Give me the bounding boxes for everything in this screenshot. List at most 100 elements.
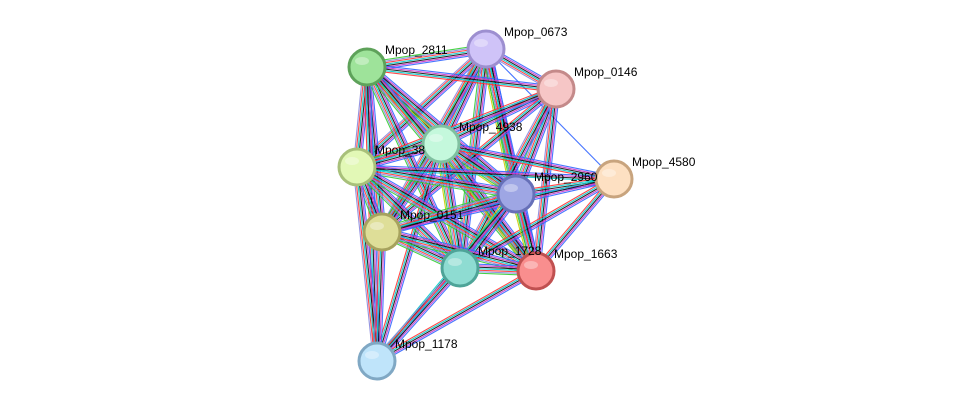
edge-strand: [356, 87, 556, 167]
edge-strand: [366, 48, 487, 68]
edge-strand: [375, 269, 536, 361]
edge-strand: [440, 143, 615, 180]
edge-strand: [536, 179, 616, 273]
edge-strand: [366, 44, 486, 64]
node-mpop-0151[interactable]: [362, 212, 402, 252]
edge-strand: [458, 175, 613, 266]
edge-mpop-2811-mpop-0146: [366, 63, 557, 93]
node-circle[interactable]: [594, 159, 634, 199]
edge-strand: [533, 88, 555, 271]
edge-strand: [377, 271, 538, 363]
edge-strand: [357, 164, 615, 178]
node-circle[interactable]: [466, 29, 506, 69]
node-mpop-4938[interactable]: [421, 124, 461, 164]
node-label-mpop-2811: Mpop_2811: [385, 43, 448, 57]
edge-strand: [458, 177, 614, 268]
edge-strand: [376, 143, 442, 362]
node-mpop-0146[interactable]: [536, 69, 576, 109]
node-label-mpop-4580: Mpop_4580: [632, 155, 696, 169]
node-circle[interactable]: [496, 174, 536, 214]
edge-strand: [377, 144, 443, 362]
edge-strand: [539, 89, 561, 272]
edge-strand: [374, 266, 459, 360]
nodes-layer: [337, 29, 634, 381]
edge-strand: [356, 169, 516, 198]
node-circle[interactable]: [536, 69, 576, 109]
node-label-mpop-1178: Mpop_1178: [395, 337, 458, 351]
node-circle[interactable]: [516, 251, 556, 291]
edge-strand: [537, 180, 617, 274]
edge-strand: [535, 178, 615, 272]
edge-strand: [380, 232, 387, 362]
node-highlight: [524, 261, 538, 269]
node-highlight: [365, 351, 379, 359]
node-mpop-38xx[interactable]: [337, 147, 377, 187]
edge-strand: [531, 88, 553, 271]
edge-strand: [354, 170, 535, 276]
node-label-mpop-38xx: Mpop_38: [375, 143, 425, 157]
edge-strand: [362, 68, 457, 271]
node-mpop-1728[interactable]: [440, 248, 480, 288]
node-mpop-1663[interactable]: [516, 251, 556, 291]
node-label-mpop-2960: Mpop_2960: [534, 170, 598, 184]
node-highlight: [355, 57, 369, 65]
edge-strand: [377, 268, 461, 362]
node-label-mpop-0151: Mpop_0151: [400, 208, 464, 222]
edge-strand: [356, 168, 614, 182]
edge-strand: [382, 194, 517, 234]
node-mpop-2960[interactable]: [496, 174, 536, 214]
edge-mpop-4938-mpop-4580: [440, 140, 615, 183]
edge-strand: [378, 273, 538, 365]
edge-strand: [367, 63, 557, 87]
edge-strand: [357, 91, 558, 171]
node-circle[interactable]: [357, 341, 397, 381]
edge-strand: [362, 67, 379, 233]
node-mpop-0673[interactable]: [466, 29, 506, 69]
node-circle[interactable]: [347, 47, 387, 87]
node-mpop-1178[interactable]: [357, 341, 397, 381]
edge-strand: [376, 267, 460, 361]
edge-strand: [373, 265, 458, 359]
edge-strand: [369, 65, 464, 267]
node-highlight: [448, 258, 462, 266]
edge-strand: [367, 49, 487, 70]
node-circle[interactable]: [362, 212, 402, 252]
edge-strand: [381, 190, 516, 230]
edge-strand: [441, 140, 615, 177]
edge-strand: [378, 232, 385, 362]
edge-strand: [440, 144, 614, 182]
node-label-mpop-0673: Mpop_0673: [504, 25, 568, 39]
edge-strand: [439, 85, 555, 142]
edge-mpop-1728-mpop-1178: [373, 265, 464, 364]
edge-strand: [375, 231, 382, 361]
edge-strand: [370, 66, 387, 232]
edge-strand: [368, 66, 385, 232]
edge-strand: [536, 89, 558, 272]
edge-strand: [381, 193, 517, 233]
edge-strand: [383, 197, 518, 237]
edge-strand: [376, 270, 537, 362]
edge-strand: [355, 46, 485, 166]
labels-layer: Mpop_0673Mpop_2811Mpop_0146Mpop_4938Mpop…: [375, 25, 696, 351]
edge-strand: [357, 89, 557, 169]
edge-strand: [537, 89, 559, 272]
node-highlight: [474, 39, 488, 47]
node-circle[interactable]: [440, 248, 480, 288]
edge-mpop-1663-mpop-1178: [375, 267, 538, 365]
edge-strand: [440, 87, 556, 144]
edge-strand: [367, 66, 462, 268]
edge-strand: [356, 88, 557, 168]
edge-strand: [439, 144, 536, 272]
edge-strand: [367, 52, 487, 72]
node-circle[interactable]: [421, 124, 461, 164]
edge-strand: [441, 141, 615, 179]
node-label-mpop-4938: Mpop_4938: [459, 120, 523, 134]
node-highlight: [544, 79, 558, 87]
edge-strand: [534, 177, 614, 271]
edge-strand: [366, 67, 556, 92]
edge-strand: [366, 66, 557, 90]
node-circle[interactable]: [337, 147, 377, 187]
node-mpop-4580[interactable]: [594, 159, 634, 199]
node-mpop-2811[interactable]: [347, 47, 387, 87]
